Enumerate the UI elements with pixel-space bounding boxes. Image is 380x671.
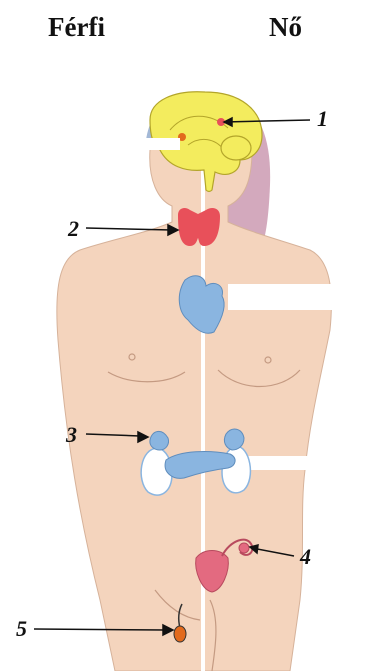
left-adrenal-gland <box>150 431 169 450</box>
label-1: 1 <box>317 106 328 132</box>
label-4: 4 <box>300 544 311 570</box>
blank-strip-thymus <box>228 284 343 310</box>
header-female: Nő <box>269 12 302 43</box>
header-male: Férfi <box>48 12 105 43</box>
pointer-5 <box>34 629 166 630</box>
label-3: 3 <box>66 422 77 448</box>
label-2: 2 <box>68 216 79 242</box>
label-5: 5 <box>16 616 27 642</box>
blank-strip-brain <box>120 138 180 150</box>
right-adrenal-gland <box>224 429 244 450</box>
cerebellum <box>221 136 251 160</box>
thyroid-gland <box>178 208 220 246</box>
testis <box>174 626 186 642</box>
ovary <box>239 543 249 553</box>
body-silhouette <box>57 92 332 671</box>
